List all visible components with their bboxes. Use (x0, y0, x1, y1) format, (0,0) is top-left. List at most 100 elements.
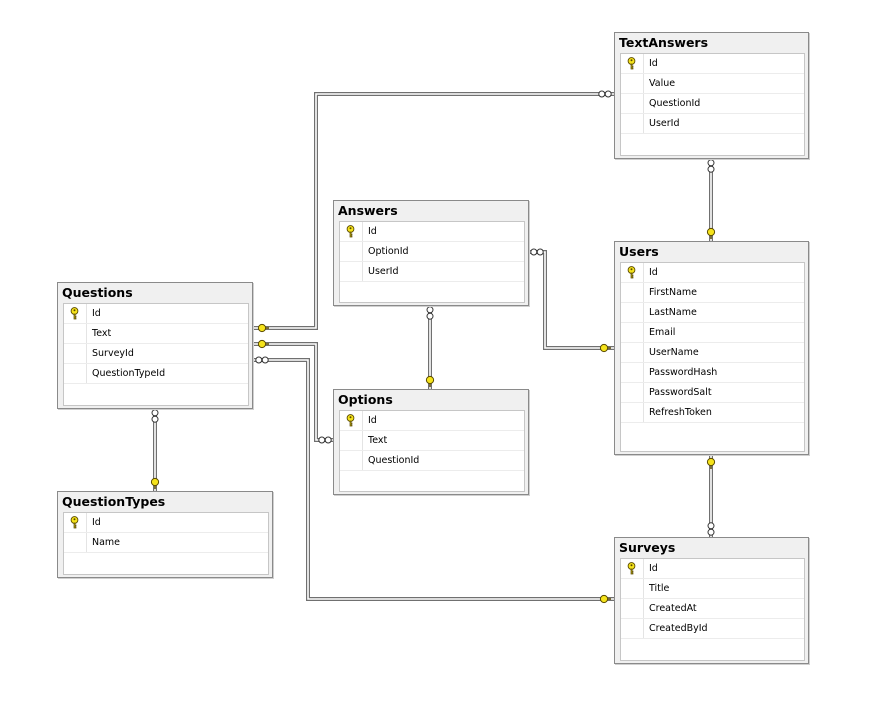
table-title[interactable]: Surveys (619, 540, 676, 555)
row-selector (621, 94, 644, 113)
column-row[interactable]: Name (64, 533, 268, 553)
one-end-marker (706, 227, 716, 239)
many-end-marker (318, 436, 332, 444)
table-title[interactable]: Answers (338, 203, 398, 218)
column-row[interactable]: CreatedAt (621, 599, 804, 619)
table-title[interactable]: Options (338, 392, 393, 407)
column-row[interactable]: Id (621, 263, 804, 283)
column-name: Id (649, 58, 658, 69)
primary-key-icon (346, 225, 355, 238)
column-name: PasswordSalt (649, 387, 712, 398)
column-row[interactable]: Id (64, 304, 248, 324)
column-row[interactable]: Id (621, 559, 804, 579)
column-name: QuestionId (649, 98, 701, 109)
row-selector (340, 431, 363, 450)
table-title[interactable]: Users (619, 244, 659, 259)
column-row[interactable]: Id (340, 222, 524, 242)
row-selector (621, 54, 644, 73)
column-row[interactable]: PasswordHash (621, 363, 804, 383)
column-row[interactable]: QuestionId (621, 94, 804, 114)
row-selector (621, 283, 644, 302)
row-selector (621, 363, 644, 382)
column-row[interactable]: PasswordSalt (621, 383, 804, 403)
table-title[interactable]: Questions (62, 285, 133, 300)
many-end-marker (151, 409, 159, 423)
row-selector (621, 263, 644, 282)
row-selector (64, 344, 87, 363)
column-row[interactable]: CreatedById (621, 619, 804, 639)
row-selector (621, 403, 644, 422)
row-selector (340, 411, 363, 430)
column-row[interactable]: Text (340, 431, 524, 451)
column-row[interactable]: Value (621, 74, 804, 94)
rel-questions-surveys-inner (253, 359, 614, 600)
column-row[interactable]: OptionId (340, 242, 524, 262)
one-end-marker (257, 339, 269, 349)
row-selector (64, 324, 87, 343)
rel-questions-textanswers-inner (253, 93, 614, 329)
primary-key-icon (627, 57, 636, 70)
column-row[interactable]: Text (64, 324, 248, 344)
row-selector (621, 74, 644, 93)
row-selector (340, 262, 363, 281)
column-row[interactable]: QuestionTypeId (64, 364, 248, 384)
primary-key-icon (346, 414, 355, 427)
column-name: Id (368, 415, 377, 426)
column-row[interactable]: Id (621, 54, 804, 74)
rel-answers-users-inner (529, 251, 614, 349)
primary-key-icon (70, 307, 79, 320)
table-title[interactable]: TextAnswers (619, 35, 709, 50)
primary-key-icon (627, 266, 636, 279)
column-row[interactable]: Id (64, 513, 268, 533)
one-end-marker (599, 594, 611, 604)
row-selector (621, 559, 644, 578)
row-selector (621, 599, 644, 618)
column-row[interactable]: Id (340, 411, 524, 431)
table-title[interactable]: QuestionTypes (62, 494, 166, 509)
row-selector (64, 304, 87, 323)
column-row[interactable]: LastName (621, 303, 804, 323)
column-name: Id (368, 226, 377, 237)
primary-key-icon (70, 516, 79, 529)
row-selector (340, 451, 363, 470)
column-row[interactable]: SurveyId (64, 344, 248, 364)
column-name: Value (649, 78, 676, 89)
column-name: CreatedById (649, 623, 708, 634)
column-row[interactable]: FirstName (621, 283, 804, 303)
column-row[interactable]: QuestionId (340, 451, 524, 471)
column-name: CreatedAt (649, 603, 697, 614)
column-name: Title (649, 583, 670, 594)
column-row[interactable]: RefreshToken (621, 403, 804, 423)
column-row[interactable]: UserId (340, 262, 524, 282)
column-row[interactable]: UserName (621, 343, 804, 363)
column-row[interactable]: Email (621, 323, 804, 343)
column-name: FirstName (649, 287, 698, 298)
column-row[interactable]: UserId (621, 114, 804, 134)
many-end-marker (426, 306, 434, 320)
row-selector (621, 343, 644, 362)
column-name: Name (92, 537, 121, 548)
one-end-marker (425, 375, 435, 387)
column-name: SurveyId (92, 348, 134, 359)
rel-answers-users[interactable] (529, 250, 614, 350)
column-name: Text (92, 328, 112, 339)
column-row[interactable]: Title (621, 579, 804, 599)
column-name: UserId (368, 266, 399, 277)
column-name: Text (368, 435, 388, 446)
column-name: QuestionTypeId (92, 368, 166, 379)
